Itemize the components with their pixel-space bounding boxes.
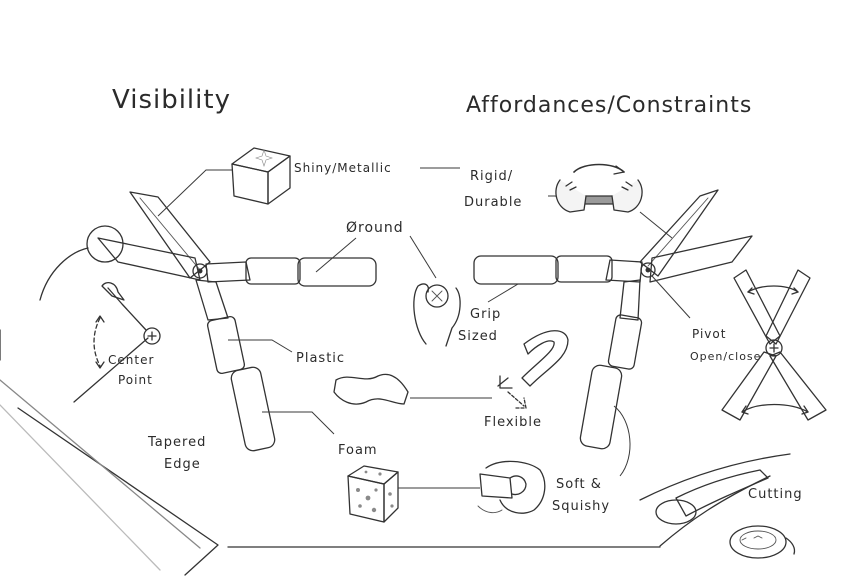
plastic-sample-icon: [333, 373, 409, 405]
pivot-open-close-diagram: [721, 269, 827, 421]
squeezing-hand-icon: [477, 460, 546, 514]
center-point-plus-icon: [143, 327, 161, 345]
flexible-strip-icon: [497, 330, 569, 409]
hand-grip-icon: [413, 283, 461, 347]
center-point-diagram: [73, 281, 161, 403]
label-center: Center: [108, 353, 154, 367]
left-horizontal-plastic-handle: [245, 257, 301, 285]
left-shears: [97, 191, 377, 452]
leader-grip-to-handle: [487, 283, 519, 303]
right-vertical-plastic-handle: [607, 314, 643, 370]
right-horizontal-foam-grip: [473, 255, 559, 285]
label-plastic: Plastic: [296, 351, 345, 366]
label-cutting: Cutting: [748, 487, 803, 502]
left-vertical-plastic-handle: [206, 315, 246, 375]
label-round: Øround: [346, 220, 404, 236]
label-edge: Edge: [164, 457, 201, 472]
leader-round-to-grip: [315, 237, 357, 273]
left-vertical-foam-grip: [230, 366, 276, 452]
heading-affordances-constraints: Affordances/Constraints: [466, 93, 752, 118]
label-squishy: Squishy: [552, 499, 610, 514]
bending-hands-icon: [555, 163, 643, 213]
label-sized: Sized: [458, 329, 498, 344]
label-soft: Soft &: [556, 477, 602, 492]
label-grip: Grip: [470, 307, 501, 322]
label-rigid: Rigid/: [470, 169, 513, 184]
pivot-plus-icon: [765, 339, 783, 357]
label-open-close: Open/close: [690, 350, 761, 363]
metallic-cube-icon: [231, 147, 291, 205]
leader-shiny-to-blade: [157, 169, 232, 217]
right-shears: [473, 189, 753, 450]
left-horizontal-foam-grip: [297, 257, 377, 287]
right-horizontal-plastic-handle: [555, 255, 613, 283]
label-flexible: Flexible: [484, 415, 542, 430]
center-point-highlight-circle: [86, 225, 124, 263]
table-outline: [0, 329, 661, 576]
label-shiny-metallic: Shiny/Metallic: [294, 161, 392, 175]
right-vertical-foam-grip: [579, 364, 623, 450]
leader-foam: [262, 411, 335, 435]
label-pivot: Pivot: [692, 327, 726, 341]
leader-pivot: [651, 275, 691, 319]
label-tapered: Tapered: [147, 435, 206, 450]
label-foam: Foam: [338, 443, 378, 458]
cutting-fruit-icon: [639, 453, 796, 559]
label-durable: Durable: [464, 195, 522, 210]
leader-plastic: [228, 339, 293, 353]
left-shears-upper-blade: [129, 191, 211, 279]
left-shears-lower-blade: [97, 237, 201, 281]
foam-cube-icon: [347, 465, 399, 523]
label-point: Point: [118, 373, 153, 387]
leader-squishy-to-foam: [613, 405, 631, 477]
right-shears-lower-blade: [649, 235, 753, 283]
leader-rigid-to-blade: [548, 195, 673, 239]
heading-visibility: Visibility: [112, 85, 231, 115]
